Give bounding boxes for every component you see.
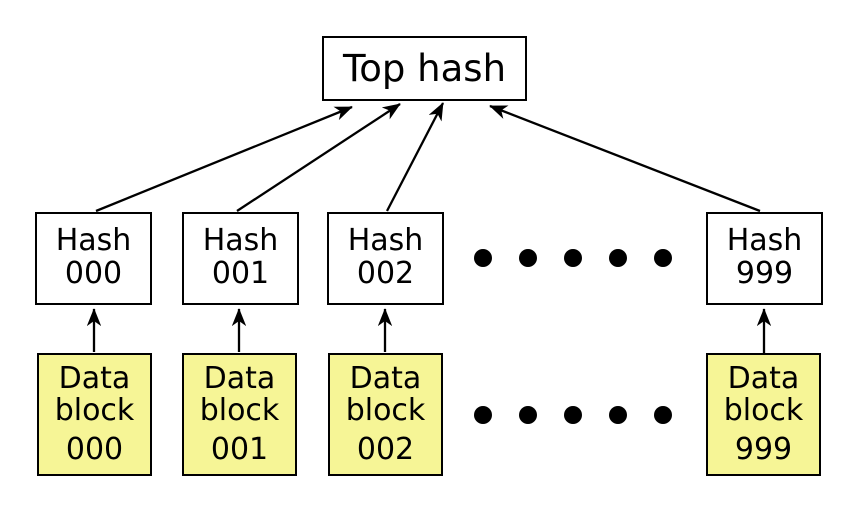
data-block-line1: Data [349,361,422,396]
data-block-id: 999 [734,432,793,467]
data-block-line1: Data [727,361,800,396]
hash-node-name: Hash [347,223,424,258]
arrow-hash-002-to-top-hash [385,102,445,212]
hash-row-ellipsis [474,249,672,267]
data-block-line2: block [199,393,280,428]
ellipsis-dot [564,249,582,267]
ellipsis-dot [474,406,492,424]
ellipsis-dot [519,406,537,424]
hash-node-002: Hash 002 [327,212,444,305]
data-block-999: Data block 999 [706,353,821,476]
data-block-000: Data block 000 [37,353,152,476]
data-block-id: 000 [65,432,124,467]
data-block-id: 001 [210,432,269,467]
ellipsis-dot [519,249,537,267]
ellipsis-dot [654,406,672,424]
data-block-line1: Data [203,361,276,396]
hash-node-name: Hash [55,223,132,258]
hash-node-name: Hash [726,223,803,258]
arrow-hash-000-to-top-hash [95,105,353,213]
top-hash-label: Top hash [342,47,507,90]
arrow-hash-001-to-top-hash [236,103,401,212]
arrow-hash-999-to-top-hash [489,104,761,213]
ellipsis-dot [474,249,492,267]
ellipsis-dot [654,249,672,267]
data-row-ellipsis [474,406,672,424]
hash-node-001: Hash 001 [182,212,299,305]
data-block-001: Data block 001 [182,353,297,476]
data-block-002: Data block 002 [328,353,443,476]
ellipsis-dot [564,406,582,424]
hash-node-000: Hash 000 [35,212,152,305]
data-block-line2: block [723,393,804,428]
data-block-line2: block [54,393,135,428]
data-block-line2: block [345,393,426,428]
hash-node-name: Hash [202,223,279,258]
hash-node-id: 000 [64,256,123,291]
hash-node-id: 999 [735,256,794,291]
top-hash-node: Top hash [322,36,527,101]
hash-node-id: 002 [356,256,415,291]
ellipsis-dot [609,249,627,267]
data-block-id: 002 [356,432,415,467]
hash-node-999: Hash 999 [706,212,823,305]
hash-node-id: 001 [211,256,270,291]
data-block-line1: Data [58,361,131,396]
ellipsis-dot [609,406,627,424]
